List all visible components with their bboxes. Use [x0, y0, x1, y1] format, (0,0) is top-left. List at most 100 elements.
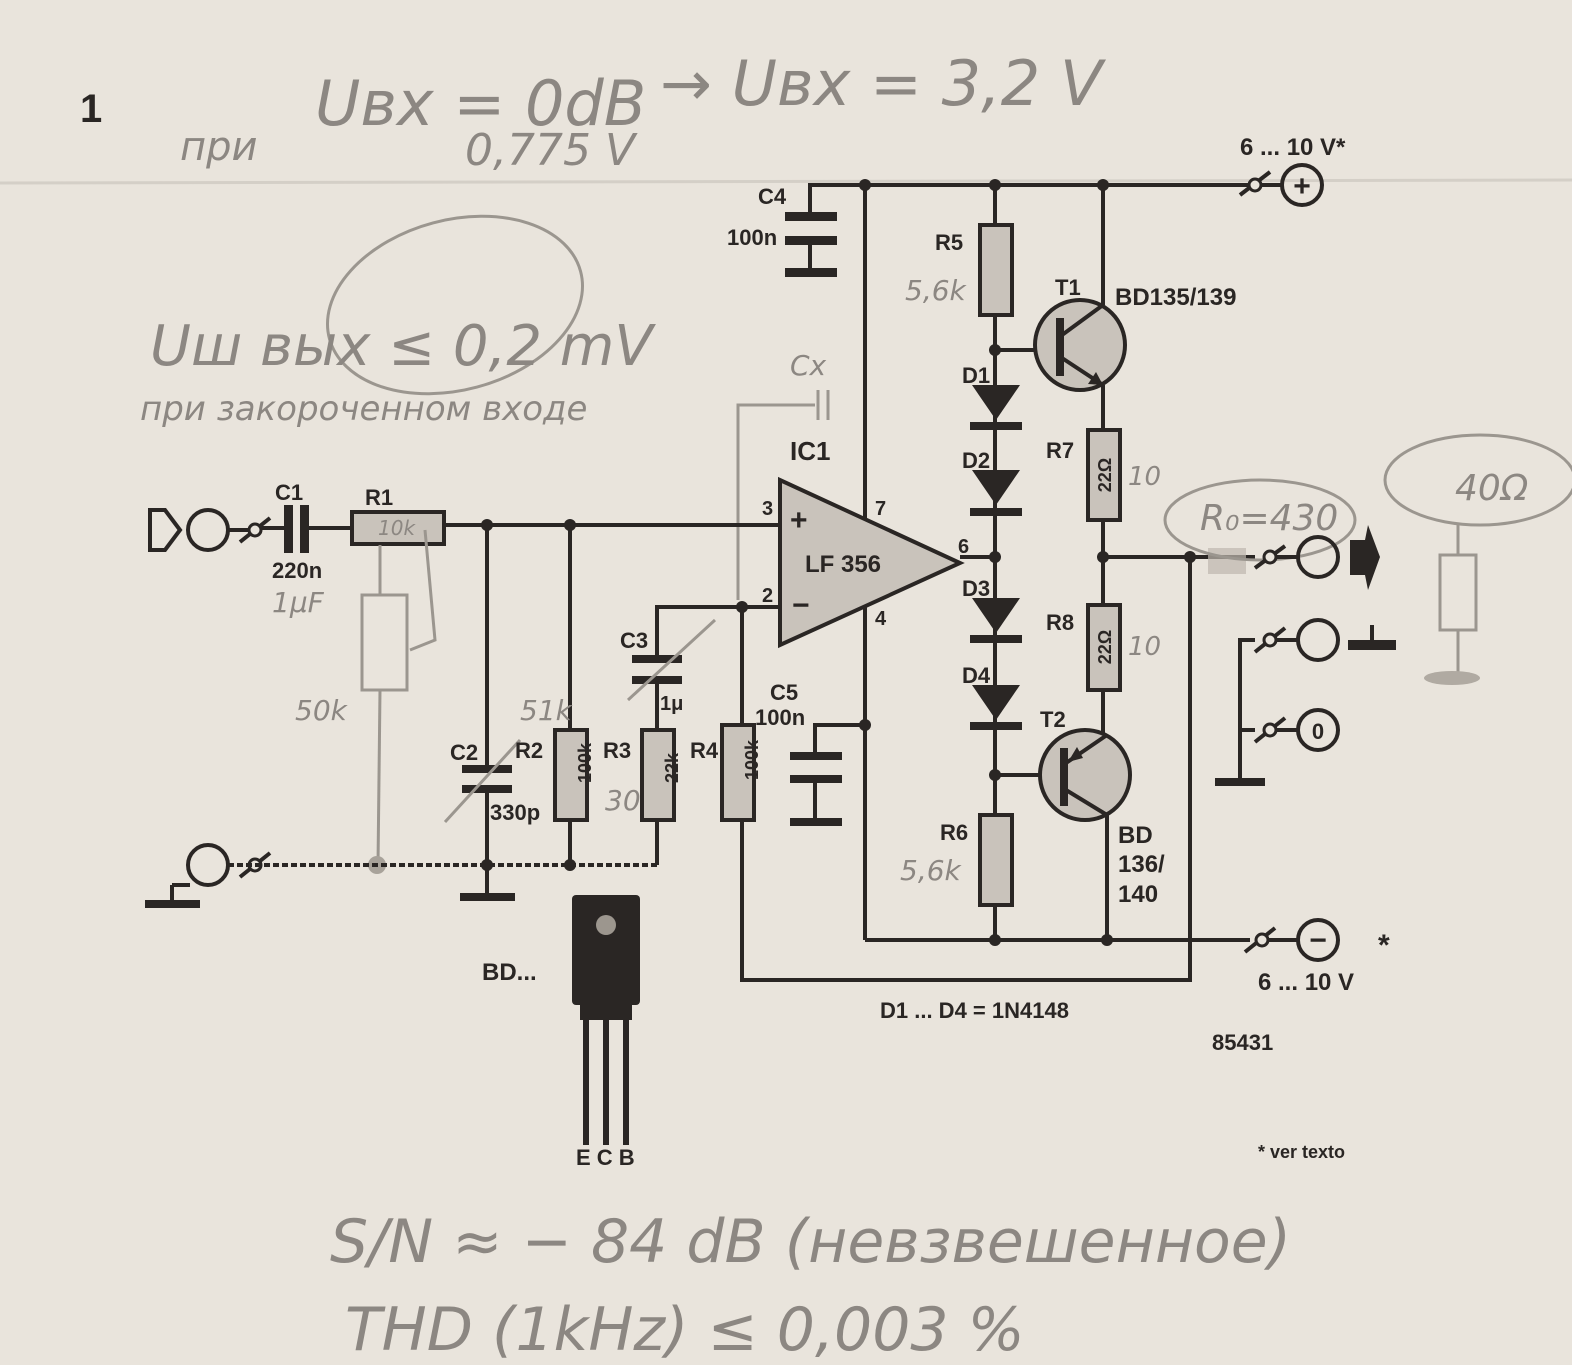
t2-type-3: 140 [1118, 881, 1158, 908]
resistor-r7 [1086, 428, 1122, 522]
r4-label: R4 [690, 738, 719, 763]
note-thd: THD (1kHz) ≤ 0,003 % [345, 1295, 1025, 1365]
note-cx: Cx [790, 349, 827, 382]
r3-note: 30 [605, 784, 641, 817]
note-snr: S/N ≈ − 84 dB (невзвешенное) [330, 1207, 1291, 1277]
output-terminal[interactable] [1253, 525, 1380, 590]
pencil-circle [326, 214, 584, 396]
positive-terminal[interactable]: + [1238, 163, 1324, 207]
r6-note: 5,6k [900, 854, 963, 887]
c5-label: C5 [770, 680, 798, 705]
output-arrow-icon [1350, 525, 1380, 590]
c2-value: 330p [490, 800, 540, 825]
c4-value: 100n [727, 225, 777, 250]
t2-type-2: 136/ [1118, 851, 1165, 878]
resistor-r5 [978, 223, 1014, 317]
d3-label: D3 [962, 576, 990, 601]
bd-package-drawing [572, 895, 640, 1145]
supply-negative-star: * [1378, 929, 1390, 962]
diode-d2 [970, 470, 1022, 516]
package-label: BD... [482, 959, 537, 986]
input-ground-terminal[interactable] [145, 843, 272, 908]
ic1-label: IC1 [790, 436, 830, 466]
opamp-type: LF 356 [805, 551, 881, 578]
pin6-label: 6 [958, 536, 969, 558]
package-pins-label: E C B [576, 1145, 635, 1170]
transistor-t1 [1033, 298, 1127, 392]
r2-note: 51k [520, 694, 574, 727]
ground-terminal[interactable] [1238, 618, 1396, 730]
resistor-r1 [350, 510, 446, 546]
ground-bar-icon [460, 893, 515, 901]
ground-bar-icon [1215, 778, 1265, 786]
resistor-r3 [640, 728, 676, 822]
capacitor-c2 [462, 765, 512, 793]
r1-value: 10k [378, 516, 416, 540]
supply-negative-label: 6 ... 10 V [1258, 969, 1354, 996]
note-noise: Uш вых ≤ 0,2 mV [150, 314, 656, 379]
capacitor-c1 [284, 505, 309, 553]
note-input-level: Uвх = 0dB [315, 67, 646, 140]
minus-input-sign: − [792, 589, 810, 622]
note-pri: при [180, 124, 258, 170]
r5-note: 5,6k [905, 274, 968, 307]
minus-label: − [1309, 924, 1327, 957]
c1-value: 220n [272, 558, 322, 583]
pencil-cx-wire [736, 403, 815, 600]
figure-number: 1 [80, 87, 102, 131]
r1-label: R1 [365, 485, 393, 510]
t2-label: T2 [1040, 707, 1066, 732]
resistor-r2 [553, 728, 589, 822]
r2-label: R2 [515, 738, 543, 763]
pin2-label: 2 [762, 585, 773, 607]
diode-d3 [970, 598, 1022, 643]
r7-label: R7 [1046, 438, 1074, 463]
opamp-ic1: + − LF 356 [778, 476, 965, 649]
resistor-r8 [1086, 603, 1122, 692]
d2-label: D2 [962, 448, 990, 473]
pencil-potentiometer [360, 529, 437, 874]
pin7-label: 7 [875, 498, 886, 520]
r6-label: R6 [940, 820, 968, 845]
c3-value: 1μ [660, 693, 683, 715]
diode-d4 [970, 685, 1022, 730]
input-terminal[interactable] [148, 508, 272, 552]
r8-value: 22Ω [1095, 630, 1115, 664]
figure-code: 85431 [1212, 1030, 1273, 1055]
c4-label: C4 [758, 184, 787, 209]
c5-value: 100n [755, 705, 805, 730]
resistor-r4 [720, 723, 756, 822]
pin4-label: 4 [875, 608, 887, 630]
c1-label: C1 [275, 480, 303, 505]
r2-value: 100k [575, 742, 595, 783]
c1-note: 1μF [272, 586, 325, 619]
t2-type-1: BD [1118, 822, 1153, 849]
r8-label: R8 [1046, 610, 1074, 635]
diode-d1 [970, 385, 1022, 430]
pencil-ellipse-ro [1163, 478, 1357, 562]
pin3-label: 3 [762, 498, 773, 520]
resistor-r6 [978, 813, 1014, 907]
c3-label: C3 [620, 628, 648, 653]
r8-note: 10 [1128, 632, 1161, 662]
plus-label: + [1293, 170, 1311, 203]
negative-terminal[interactable]: − [1243, 918, 1340, 962]
diodes-note: D1 ... D4 = 1N4148 [880, 998, 1069, 1023]
d1-label: D1 [962, 363, 990, 388]
r7-note: 10 [1128, 462, 1161, 492]
note-noise-sub: при закороченном входе [140, 389, 587, 429]
note-load: 40Ω [1455, 468, 1529, 509]
zero-terminal[interactable]: 0 [1215, 640, 1340, 786]
paper-fold [0, 178, 1572, 185]
input-arrow-icon [148, 508, 183, 552]
pencil-load-resistor [1383, 433, 1572, 685]
d4-label: D4 [962, 663, 991, 688]
c2-label: C2 [450, 740, 478, 765]
transistor-t2 [1038, 728, 1132, 822]
zero-label: 0 [1312, 719, 1324, 744]
capacitor-c4 [785, 212, 837, 277]
plus-input-sign: + [790, 504, 808, 537]
note-voltage: 0,775 V [465, 125, 638, 176]
pot-note: 50k [295, 694, 349, 727]
